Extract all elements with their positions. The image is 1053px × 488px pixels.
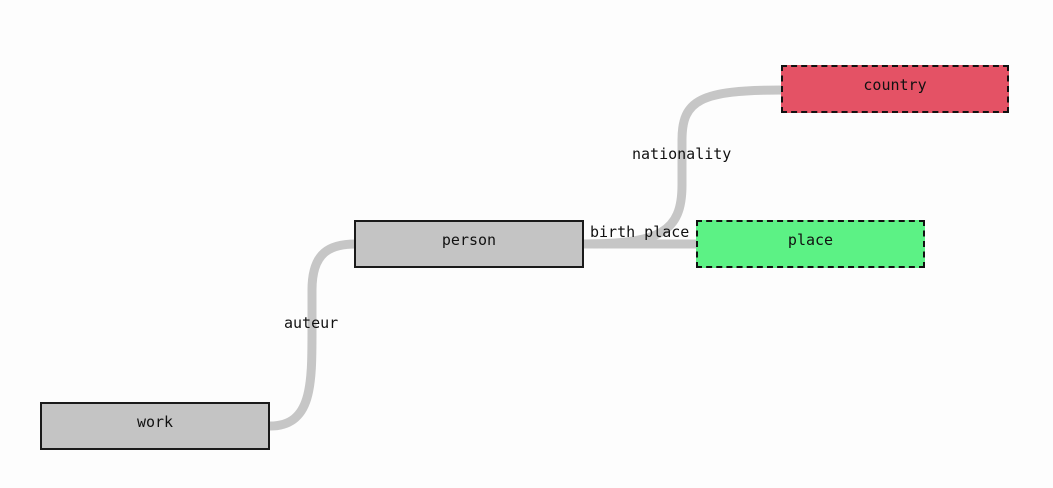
node-work[interactable]: work	[40, 402, 270, 450]
node-person-label: person	[441, 231, 497, 249]
edge-work-person	[265, 239, 361, 431]
node-person[interactable]: person	[354, 220, 584, 268]
node-place-label: place	[787, 231, 834, 249]
edge-person-country	[578, 85, 788, 249]
node-country[interactable]: country	[781, 65, 1009, 113]
node-work-label: work	[136, 413, 174, 431]
node-country-label: country	[863, 76, 927, 94]
node-place[interactable]: place	[696, 220, 925, 268]
edge-label-auteur: auteur	[284, 314, 339, 332]
edge-label-birth-place: birth place	[590, 223, 690, 241]
edge-label-nationality: nationality	[632, 145, 732, 163]
